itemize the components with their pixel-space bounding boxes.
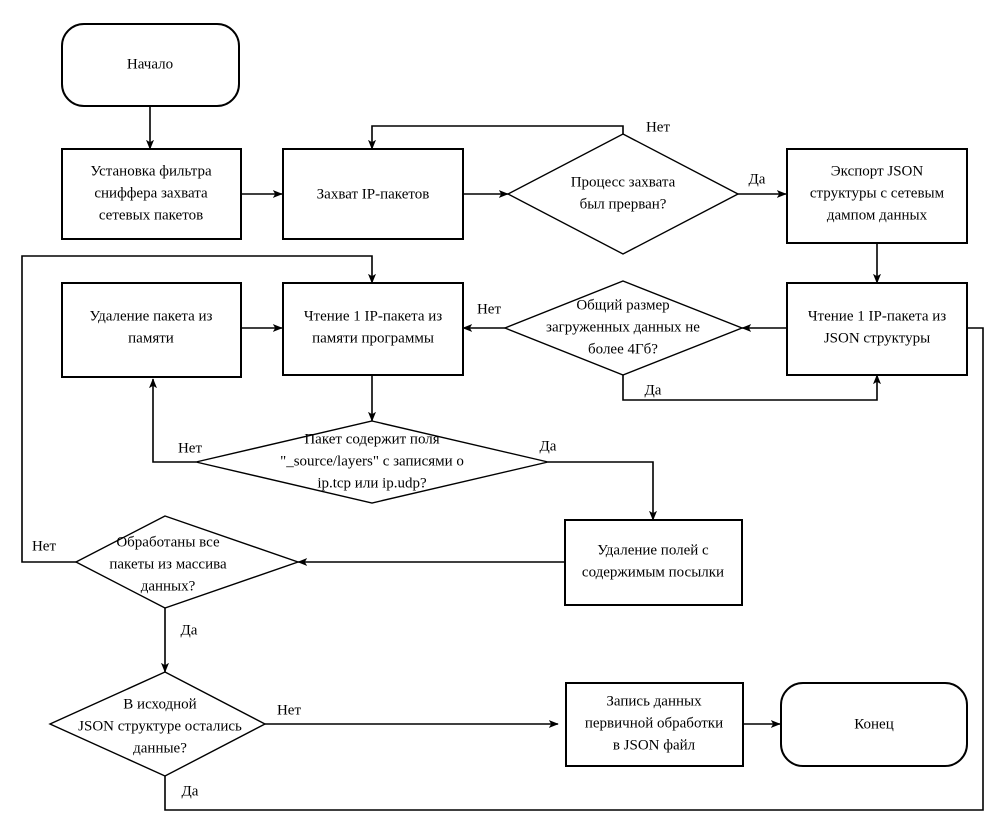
edge-label-layers-yes: Да [540,438,557,454]
delete-fields-line1: Удаление полей с [597,542,709,558]
node-capture: Захват IP-пакетов [282,148,464,240]
read-from-json-shape [786,282,968,376]
json-has-data-line1: В исходной [123,696,196,712]
json-has-data-line2: JSON структуре остались [78,718,242,734]
layers-check-line1: Пакет содержит поля [304,431,439,447]
node-delete-packet: Удаление пакета из памяти [61,282,242,378]
export-json-line1: Экспорт JSON [831,163,924,179]
write-json-line1: Запись данных [606,693,702,709]
edge-label-all-processed-yes: Да [181,622,198,638]
size-check-line2: загруженных данных не [546,319,700,335]
node-layers-check: Пакет содержит поля "_source/layers" с з… [195,420,549,504]
set-filter-label-line2: сниффера захвата [94,185,208,201]
layers-check-line2: "_source/layers" с записями о [280,453,464,469]
all-processed-line2: пакеты из массива [109,556,227,572]
end-label: Конец [854,716,893,732]
all-processed-line1: Обработаны все [116,534,220,550]
write-json-shape [565,682,744,767]
delete-packet-line1: Удаление пакета из [90,308,213,324]
capture-interrupted-shape [506,133,740,255]
edge-label-interrupted-no: Нет [646,119,670,135]
edge-size-check-yes-loop [622,374,881,401]
export-json-shape [786,148,968,244]
node-write-json: Запись данных первичной обработки в JSON… [565,682,744,767]
read-from-memory-shape [282,282,464,376]
start-label: Начало [127,56,173,72]
read-from-json-line2: JSON структуры [824,330,930,346]
json-has-data-line3: данные? [133,740,187,756]
node-delete-fields: Удаление полей с содержимым посылки [564,519,743,606]
node-capture-interrupted: Процесс захвата был прерван? [506,133,740,255]
layers-check-line3: ip.tcp или ip.udp? [317,475,427,491]
edge-layers-check-no [149,378,196,463]
delete-fields-line2: содержимым посылки [582,564,724,580]
edge-label-all-processed-no: Нет [32,538,56,554]
edge-interrupted-no-loop [368,125,624,150]
set-filter-label-line3: сетевых пакетов [99,207,203,223]
delete-packet-shape [61,282,242,378]
export-json-line2: структуры с сетевым [810,185,945,201]
edge-label-size-yes: Да [645,382,662,398]
capture-label: Захват IP-пакетов [317,186,430,202]
node-all-processed: Обработаны все пакеты из массива данных? [74,515,301,609]
edge-label-interrupted-yes: Да [749,171,766,187]
edge-label-size-no: Нет [477,301,501,317]
all-processed-line3: данных? [141,578,196,594]
node-read-from-json: Чтение 1 IP-пакета из JSON структуры [786,282,968,376]
all-processed-shape [74,515,301,609]
start-terminator-shape [61,23,240,107]
edge-layers-check-yes [548,461,657,521]
set-filter-shape [61,148,242,240]
edge-label-layers-no: Нет [178,440,202,456]
edge-label-json-has-data-no: Нет [277,702,301,718]
write-json-line2: первичной обработки [585,715,723,731]
layers-check-shape [195,420,549,504]
end-terminator-shape [780,682,968,767]
capture-shape [282,148,464,240]
capture-interrupted-line1: Процесс захвата [571,174,676,190]
node-export-json: Экспорт JSON структуры с сетевым дампом … [786,148,968,244]
edge-all-processed-no-loop [21,255,376,563]
capture-interrupted-line2: был прерван? [580,196,667,212]
size-check-line3: более 4Гб? [588,341,658,357]
edge-label-json-has-data-yes: Да [182,783,199,799]
node-end: Конец [780,682,968,767]
node-size-check: Общий размер загруженных данных не более… [503,280,744,376]
delete-fields-shape [564,519,743,606]
edge-labels: Нет Да Нет Да Нет Да Нет Да Нет Да [32,119,766,799]
json-has-data-shape [48,671,267,777]
set-filter-label-line1: Установка фильтра [90,163,212,179]
node-set-filter: Установка фильтра сниффера захвата сетев… [61,148,242,240]
delete-packet-line2: памяти [128,330,174,346]
size-check-line1: Общий размер [576,297,669,313]
node-json-has-data: В исходной JSON структуре остались данны… [48,671,267,777]
write-json-line3: в JSON файл [613,737,696,753]
read-from-memory-line2: памяти программы [312,330,434,346]
node-start: Начало [61,23,240,107]
export-json-line3: дампом данных [827,207,928,223]
read-from-memory-line1: Чтение 1 IP-пакета из [304,308,442,324]
node-read-from-memory: Чтение 1 IP-пакета из памяти программы [282,282,464,376]
read-from-json-line1: Чтение 1 IP-пакета из [808,308,946,324]
size-check-shape [503,280,744,376]
